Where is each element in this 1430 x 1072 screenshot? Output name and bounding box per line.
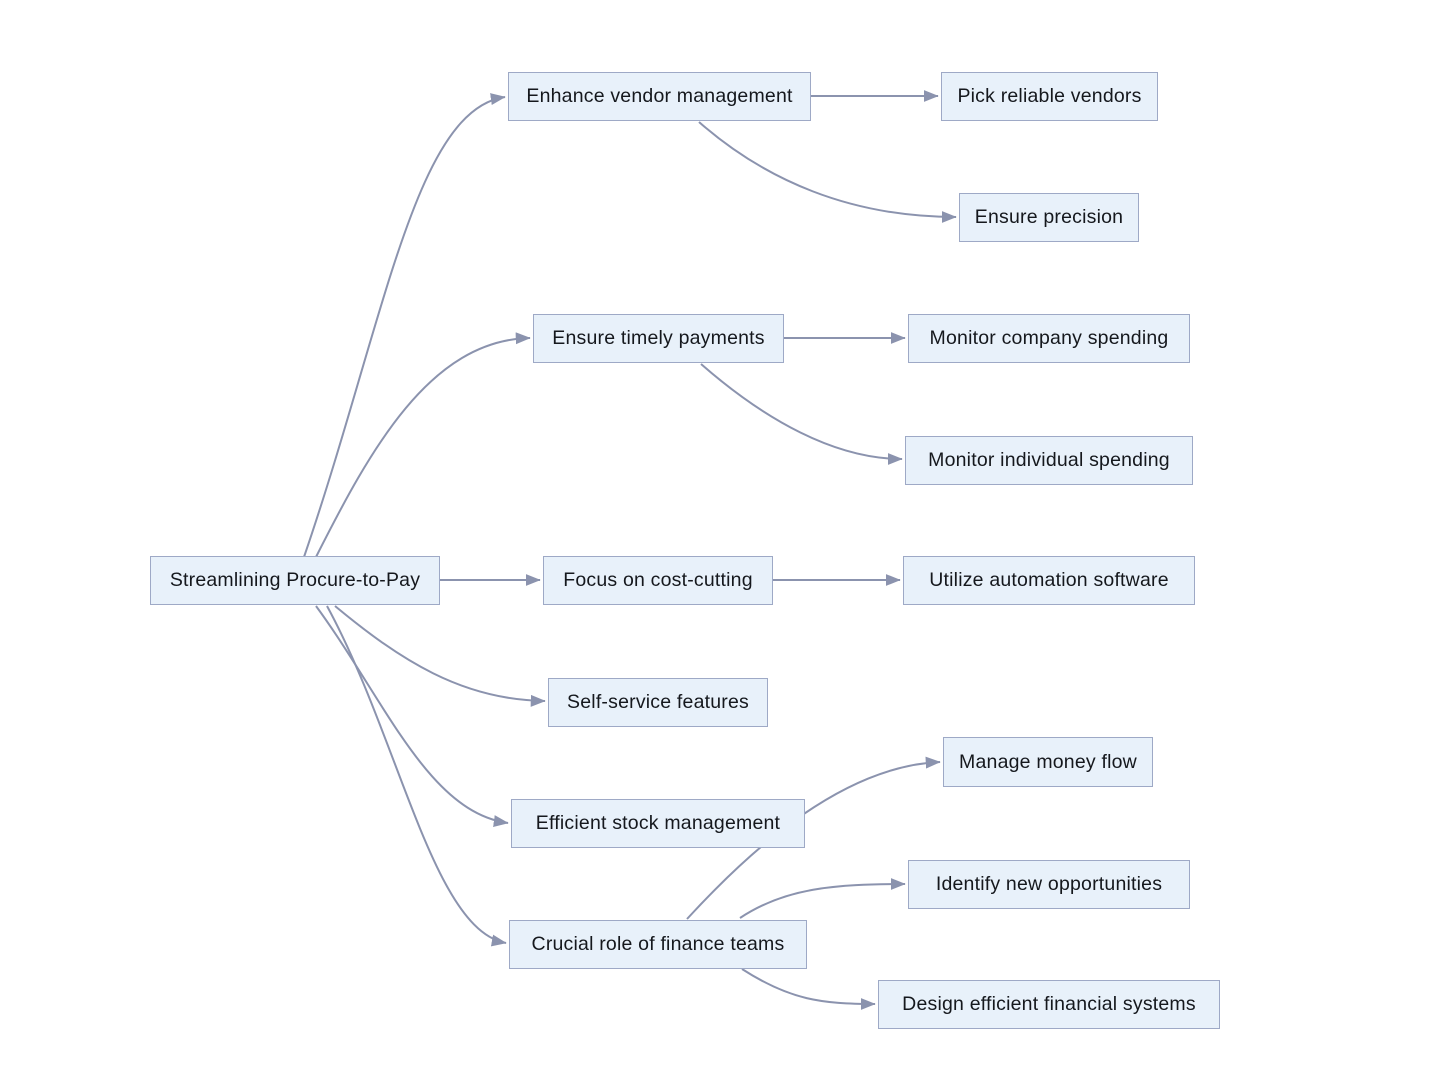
node-ensure-timely-payments: Ensure timely payments bbox=[533, 314, 784, 363]
node-pick-reliable-vendors: Pick reliable vendors bbox=[941, 72, 1158, 121]
edge-root-to-crucial-role-of-finance-teams bbox=[326, 605, 507, 947]
edge-root-to-enhance-vendor-management bbox=[303, 93, 506, 558]
edge-root-to-ensure-timely-payments bbox=[315, 332, 531, 558]
edge-crucial-to-identify-new-opportunities bbox=[739, 878, 906, 919]
edge-enhance-to-ensure-precision bbox=[698, 121, 957, 223]
node-focus-on-cost-cutting: Focus on cost-cutting bbox=[543, 556, 773, 605]
node-utilize-automation-software: Utilize automation software bbox=[903, 556, 1195, 605]
node-ensure-precision: Ensure precision bbox=[959, 193, 1139, 242]
node-design-efficient-financial-systems: Design efficient financial systems bbox=[878, 980, 1220, 1029]
node-monitor-company-spending: Monitor company spending bbox=[908, 314, 1190, 363]
node-identify-new-opportunities: Identify new opportunities bbox=[908, 860, 1190, 909]
node-root: Streamlining Procure-to-Pay bbox=[150, 556, 440, 605]
node-manage-money-flow: Manage money flow bbox=[943, 737, 1153, 787]
node-enhance-vendor-management: Enhance vendor management bbox=[508, 72, 811, 121]
node-crucial-role-of-finance-teams: Crucial role of finance teams bbox=[509, 920, 807, 969]
edge-root-to-efficient-stock-management bbox=[315, 605, 509, 827]
node-monitor-individual-spending: Monitor individual spending bbox=[905, 436, 1193, 485]
node-efficient-stock-management: Efficient stock management bbox=[511, 799, 805, 848]
edge-root-to-self-service-features bbox=[334, 605, 546, 707]
edge-timely-to-monitor-individual-spending bbox=[700, 363, 903, 465]
node-self-service-features: Self-service features bbox=[548, 678, 768, 727]
edge-crucial-to-design-efficient-financial-systems bbox=[741, 968, 876, 1010]
